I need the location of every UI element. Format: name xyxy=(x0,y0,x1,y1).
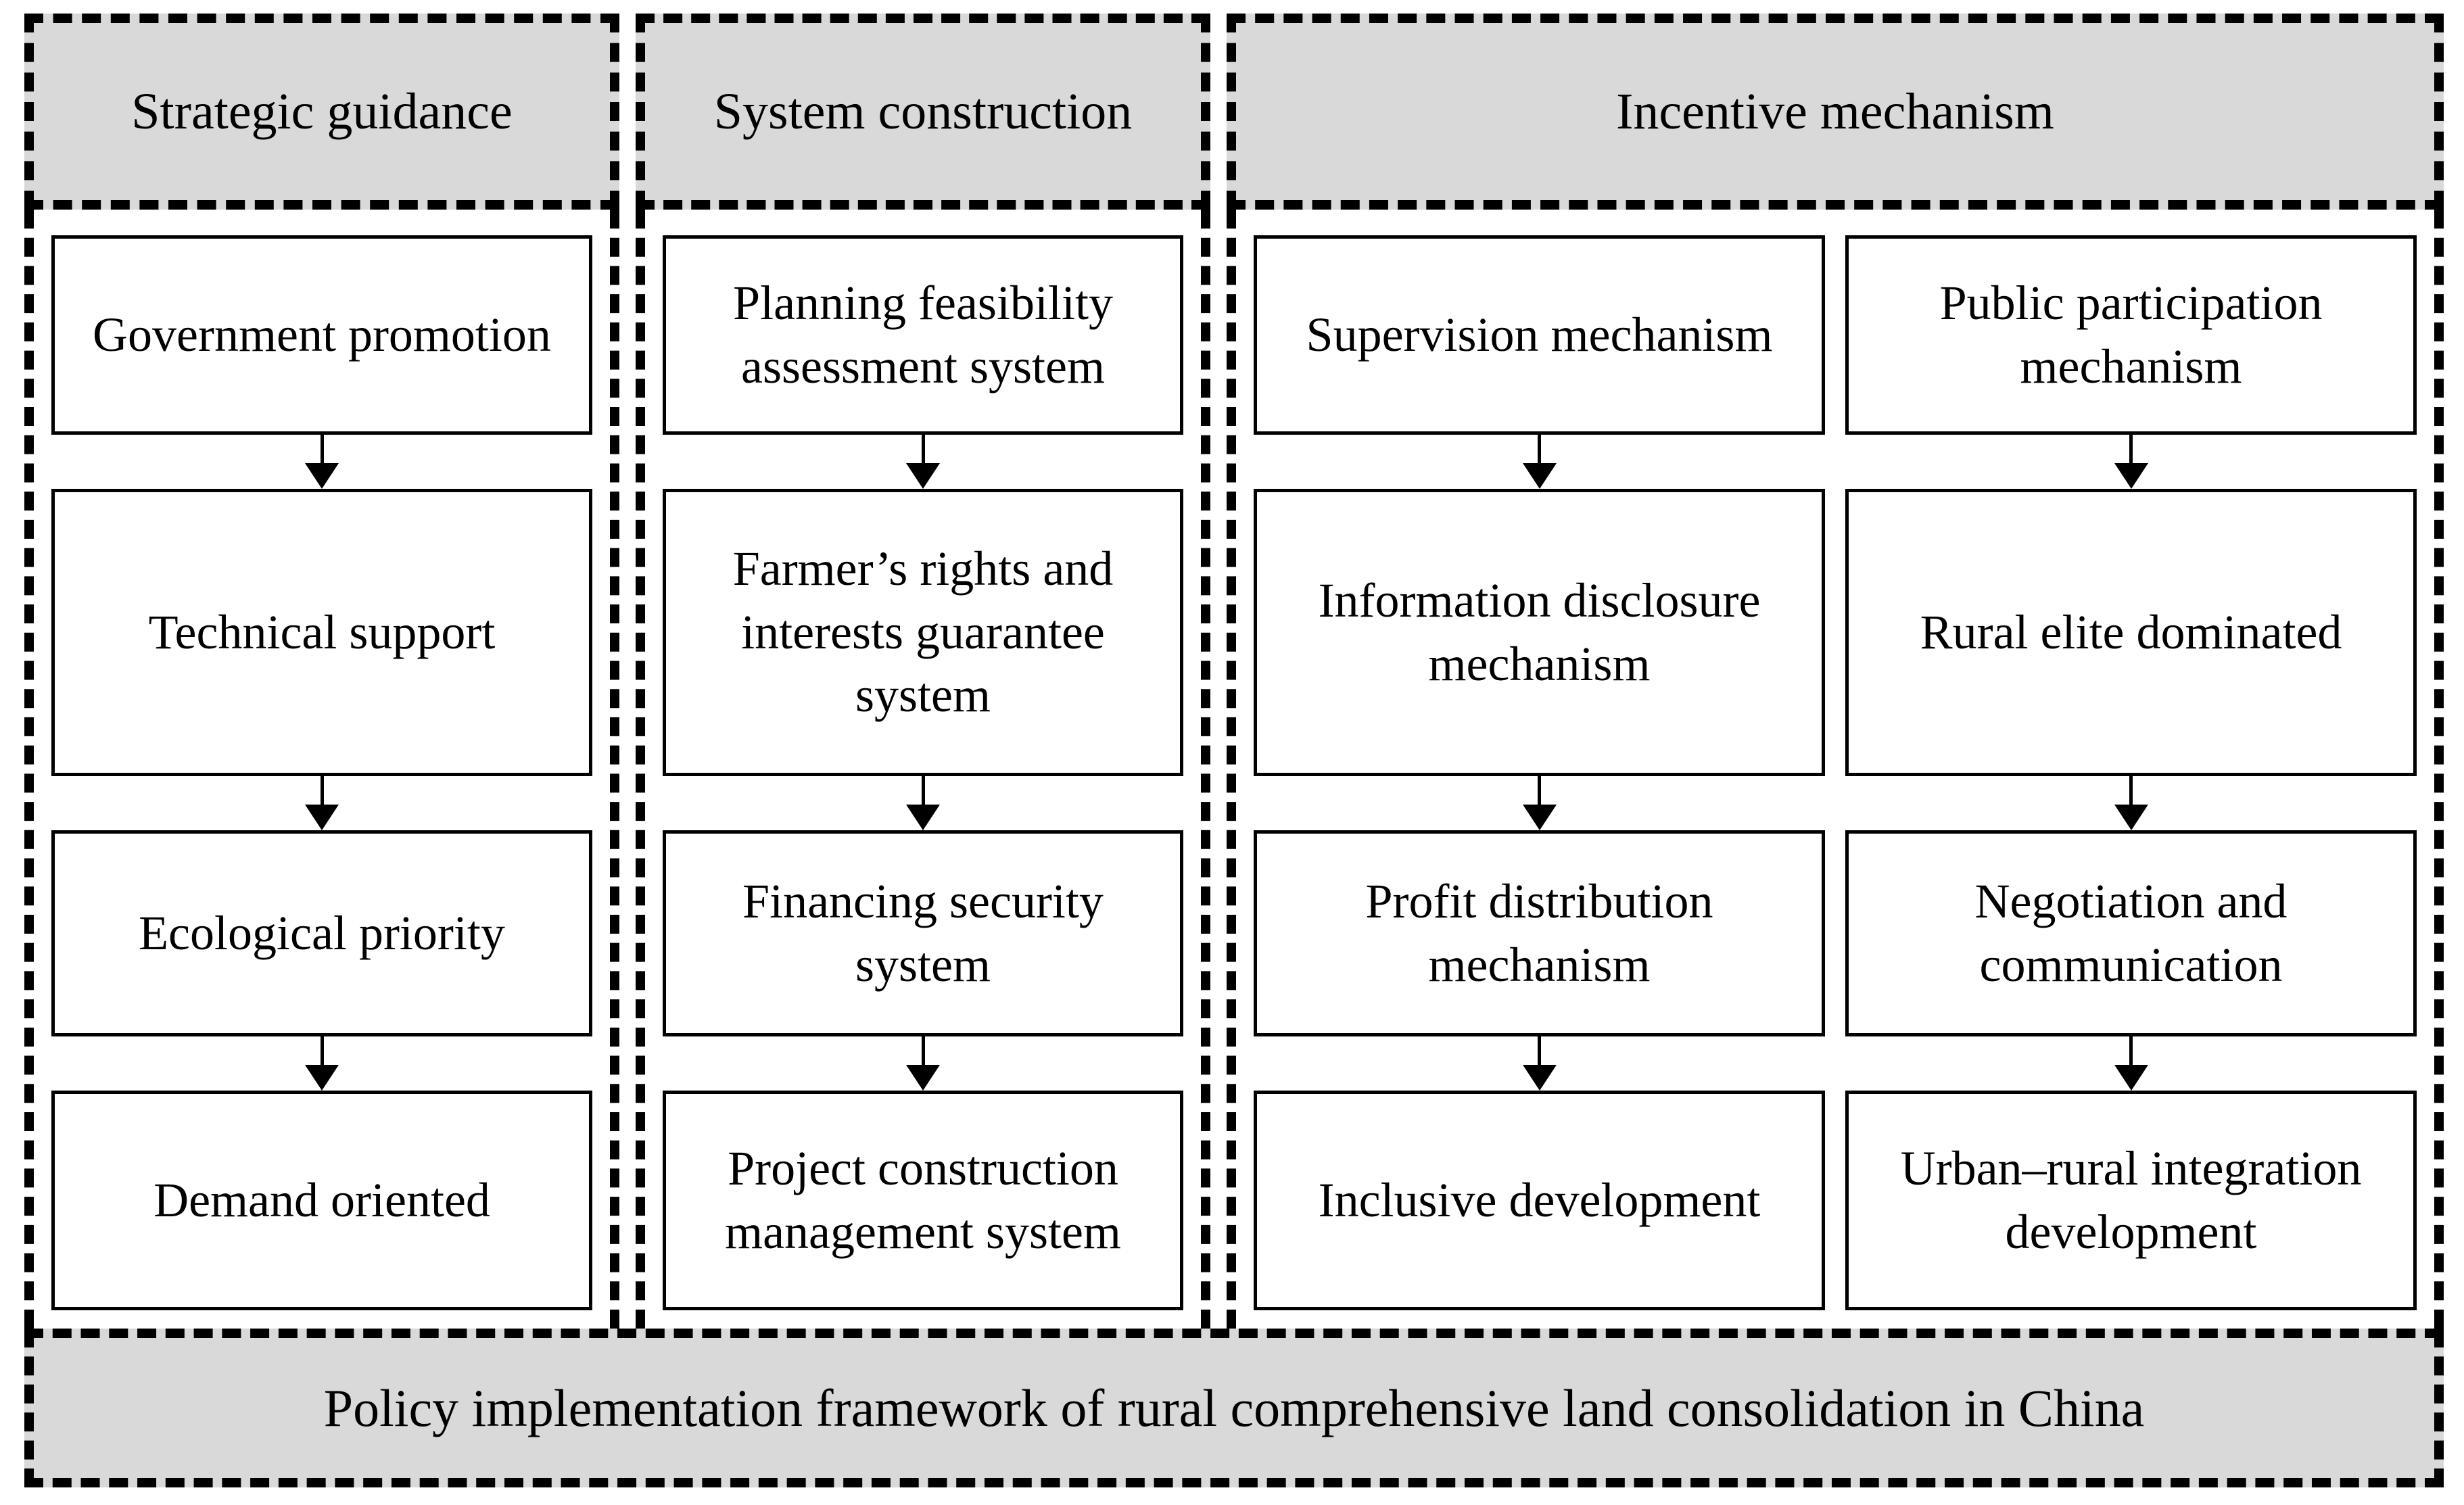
subcolumn-incentive-left: Supervision mechanism Information disclo… xyxy=(1254,235,1825,1329)
node-inclusive-development: Inclusive development xyxy=(1254,1091,1825,1310)
subcolumn-incentive-right: Public participation mechanism Rural eli… xyxy=(1845,235,2417,1329)
node-ecological-priority: Ecological priority xyxy=(51,830,592,1036)
body-strategic-guidance: Government promotion Technical support E… xyxy=(24,210,619,1329)
column-system-construction: System construction Planning feasibility… xyxy=(636,14,1210,1329)
arrow-down-icon xyxy=(663,1036,1183,1091)
column-incentive-mechanism: Incentive mechanism Supervision mechanis… xyxy=(1227,14,2444,1329)
body-incentive-mechanism: Supervision mechanism Information disclo… xyxy=(1227,210,2444,1329)
arrow-down-icon xyxy=(1254,776,1825,830)
node-negotiation-and-communication: Negotiation and communication xyxy=(1845,830,2417,1036)
arrow-down-icon xyxy=(1254,435,1825,489)
node-supervision-mechanism: Supervision mechanism xyxy=(1254,235,1825,435)
node-planning-feasibility-assessment-system: Planning feasibility assessment system xyxy=(663,235,1183,435)
header-system-construction: System construction xyxy=(636,14,1210,210)
column-strategic-guidance: Strategic guidance Government promotion … xyxy=(24,14,619,1329)
node-rural-elite-dominated: Rural elite dominated xyxy=(1845,489,2417,776)
header-strategic-guidance: Strategic guidance xyxy=(24,14,619,210)
header-incentive-mechanism: Incentive mechanism xyxy=(1227,14,2444,210)
node-project-construction-management-system: Project construction management system xyxy=(663,1091,1183,1310)
node-public-participation-mechanism: Public participation mechanism xyxy=(1845,235,2417,435)
node-information-disclosure-mechanism: Information disclosure mechanism xyxy=(1254,489,1825,776)
arrow-down-icon xyxy=(663,776,1183,830)
arrow-down-icon xyxy=(51,776,592,830)
node-technical-support: Technical support xyxy=(51,489,592,776)
footer-caption: Policy implementation framework of rural… xyxy=(24,1329,2444,1487)
node-farmers-rights-guarantee-system: Farmer’s rights and interests guarantee … xyxy=(663,489,1183,776)
node-urban-rural-integration-development: Urban–rural integration development xyxy=(1845,1091,2417,1310)
columns-area: Strategic guidance Government promotion … xyxy=(24,14,2444,1329)
arrow-down-icon xyxy=(51,1036,592,1091)
arrow-down-icon xyxy=(1845,776,2417,830)
arrow-down-icon xyxy=(51,435,592,489)
node-financing-security-system: Financing security system xyxy=(663,830,1183,1036)
arrow-down-icon xyxy=(1845,435,2417,489)
arrow-down-icon xyxy=(1845,1036,2417,1091)
body-system-construction: Planning feasibility assessment system F… xyxy=(636,210,1210,1329)
node-demand-oriented: Demand oriented xyxy=(51,1091,592,1310)
arrow-down-icon xyxy=(1254,1036,1825,1091)
node-profit-distribution-mechanism: Profit distribution mechanism xyxy=(1254,830,1825,1036)
arrow-down-icon xyxy=(663,435,1183,489)
node-government-promotion: Government promotion xyxy=(51,235,592,435)
